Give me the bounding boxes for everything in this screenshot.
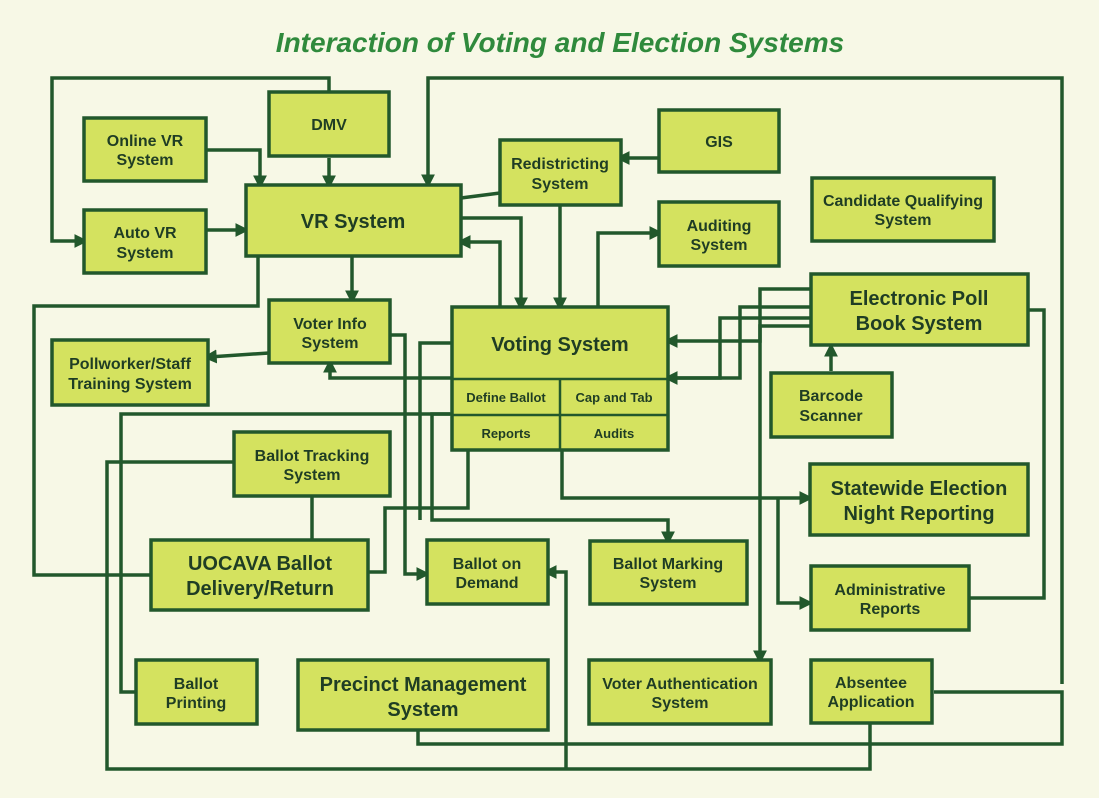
- node-voter-info[interactable]: Voter Info System: [267, 298, 392, 365]
- node-administrative-reports[interactable]: Administrative Reports: [809, 564, 971, 632]
- cell-cap-and-tab: Cap and Tab: [575, 390, 652, 405]
- connector-voterinfo-pollworker: [202, 349, 270, 364]
- node-label: Absentee: [835, 675, 907, 692]
- node-vr-system[interactable]: VR System: [244, 183, 463, 258]
- node-label: System: [117, 152, 174, 169]
- connector-dmv-autovr: [50, 76, 331, 248]
- node-auditing[interactable]: Auditing System: [657, 200, 781, 268]
- node-label: Auditing: [687, 218, 752, 235]
- node-statewide-enr[interactable]: Statewide Election Night Reporting: [808, 462, 1030, 537]
- node-electronic-poll-book[interactable]: Electronic Poll Book System: [809, 272, 1030, 347]
- connector-tracking-bottom: [105, 460, 872, 771]
- node-precinct-management[interactable]: Precinct Management System: [296, 658, 550, 732]
- node-ballot-printing[interactable]: Ballot Printing: [134, 658, 259, 726]
- node-label: Barcode: [799, 388, 863, 405]
- node-auto-vr[interactable]: Auto VR System: [82, 208, 208, 275]
- node-label: Ballot on: [453, 556, 521, 573]
- connector-enr-adminreports: [776, 498, 814, 610]
- node-label: VR System: [301, 211, 406, 233]
- node-voting-system[interactable]: Voting System Define Ballot Cap and Tab …: [450, 305, 670, 452]
- node-label: Demand: [455, 575, 518, 592]
- node-label: Ballot Tracking: [255, 448, 370, 465]
- node-online-vr[interactable]: Online VR System: [82, 116, 208, 183]
- node-label: System: [117, 245, 174, 262]
- node-label: Ballot Marking: [613, 556, 723, 573]
- node-label: System: [652, 695, 709, 712]
- connectors: [32, 76, 1064, 771]
- connector-epb-adminreports: [970, 308, 1046, 600]
- node-label: Voter Authentication: [602, 676, 758, 693]
- node-label: Voting System: [491, 334, 628, 356]
- node-label: Online VR: [107, 133, 184, 150]
- connector-reports-uocava: [369, 451, 470, 574]
- node-pollworker-training[interactable]: Pollworker/Staff Training System: [50, 338, 210, 407]
- node-label: Reports: [860, 601, 921, 618]
- connector-reports-enr: [560, 451, 814, 505]
- connector-precinct-outer: [416, 690, 1064, 746]
- node-label: Administrative: [834, 582, 945, 599]
- node-candidate-qualifying[interactable]: Candidate Qualifying System: [810, 176, 996, 243]
- node-label: Ballot: [174, 676, 219, 693]
- node-ballot-tracking[interactable]: Ballot Tracking System: [232, 430, 392, 498]
- cell-define-ballot: Define Ballot: [466, 390, 546, 405]
- node-label: System: [532, 176, 589, 193]
- cell-audits: Audits: [594, 426, 634, 441]
- node-label: GIS: [705, 134, 733, 151]
- node-voter-authentication[interactable]: Voter Authentication System: [587, 658, 773, 726]
- node-label: Candidate Qualifying: [823, 193, 983, 210]
- node-label: Statewide Election: [831, 478, 1008, 500]
- node-label: Training System: [68, 376, 192, 393]
- node-label: UOCAVA Ballot: [188, 553, 332, 575]
- node-ballot-on-demand[interactable]: Ballot on Demand: [425, 538, 550, 606]
- node-label: System: [640, 575, 697, 592]
- diagram-title: Interaction of Voting and Election Syste…: [276, 27, 844, 58]
- node-label: Auto VR: [113, 225, 177, 242]
- node-absentee-application[interactable]: Absentee Application: [809, 658, 934, 725]
- node-label: DMV: [311, 117, 347, 134]
- node-label: Printing: [166, 695, 226, 712]
- node-gis[interactable]: GIS: [657, 108, 781, 174]
- node-label: Scanner: [799, 408, 862, 425]
- connector-vr-uocava: [32, 257, 260, 577]
- node-label: Redistricting: [511, 156, 609, 173]
- node-label: Book System: [856, 313, 983, 335]
- node-label: System: [875, 212, 932, 229]
- connector-redistricting-vr: [460, 191, 501, 200]
- node-ballot-marking[interactable]: Ballot Marking System: [588, 539, 749, 606]
- node-label: System: [387, 699, 458, 721]
- connector-voting-auditing: [596, 226, 664, 307]
- connector-epb-voting: [663, 287, 810, 348]
- connector-voting-vr: [456, 235, 502, 307]
- node-dmv[interactable]: DMV: [267, 90, 391, 158]
- node-label: Night Reporting: [843, 503, 994, 525]
- connector-bottom-bod: [542, 565, 568, 769]
- node-barcode-scanner[interactable]: Barcode Scanner: [769, 371, 894, 439]
- node-label: Application: [827, 694, 914, 711]
- node-label: Voter Info: [293, 316, 367, 333]
- node-label: Delivery/Return: [186, 578, 334, 600]
- node-label: Pollworker/Staff: [69, 356, 191, 373]
- connector-epb-voterinfo: [323, 316, 810, 380]
- node-uocava[interactable]: UOCAVA Ballot Delivery/Return: [149, 538, 370, 612]
- connector-epb-voterauth: [753, 324, 810, 665]
- node-label: Electronic Poll: [850, 288, 989, 310]
- connector-vr-voting: [461, 216, 528, 312]
- cell-reports: Reports: [481, 426, 530, 441]
- node-redistricting[interactable]: Redistricting System: [498, 138, 623, 207]
- node-label: System: [302, 335, 359, 352]
- connector-voterinfo-bod: [390, 333, 431, 581]
- connector-outer-vr: [421, 76, 1064, 684]
- connector-pollworker-printing: [119, 412, 452, 694]
- connector-voting-loop: [418, 341, 452, 520]
- connector-onlinevr-vr: [207, 148, 267, 190]
- node-label: System: [284, 467, 341, 484]
- node-label: Precinct Management: [320, 674, 527, 696]
- node-label: System: [691, 237, 748, 254]
